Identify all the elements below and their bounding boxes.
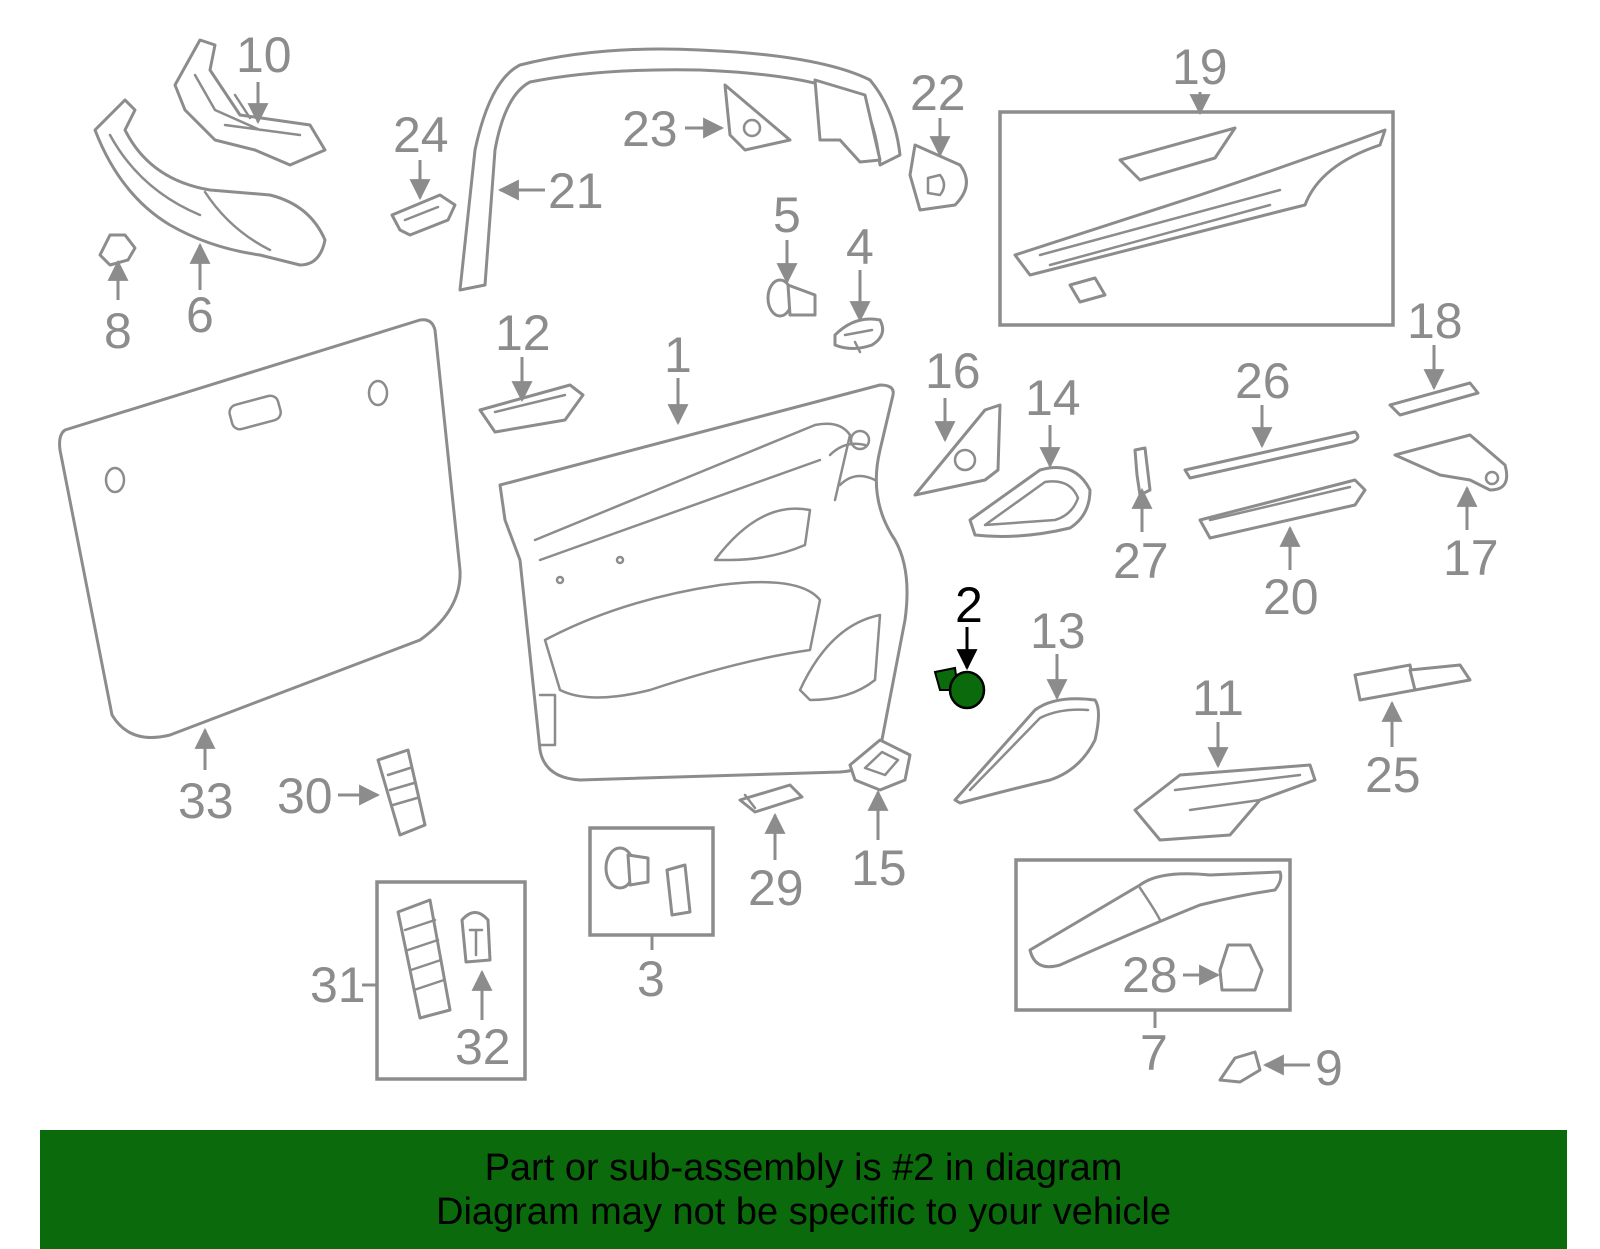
callout-33: 33 — [178, 773, 234, 829]
part-3-clip-group[interactable] — [588, 826, 715, 937]
part-16-tweeter-cover[interactable] — [913, 403, 1002, 497]
part-1-trim-panel[interactable] — [498, 383, 909, 782]
callout-24: 24 — [393, 107, 449, 163]
callout-18: 18 — [1407, 293, 1463, 349]
callout-23: 23 — [622, 101, 678, 157]
callout-2: 2 — [955, 577, 983, 633]
part-31-32-group[interactable] — [375, 880, 527, 1081]
callout-28: 28 — [1122, 947, 1178, 1003]
callout-11: 11 — [1192, 670, 1244, 726]
callout-30: 30 — [277, 768, 333, 824]
callout-labels: 10 24 21 23 22 19 5 4 8 6 12 1 16 14 26 … — [104, 27, 1499, 1096]
callout-17: 17 — [1443, 530, 1499, 586]
callout-1: 1 — [664, 327, 692, 383]
part-2-fastener[interactable] — [933, 666, 986, 710]
part-22-speaker-cover[interactable] — [908, 143, 968, 212]
callout-22: 22 — [910, 65, 966, 121]
callout-31: 31 — [310, 957, 366, 1013]
part-9-cover[interactable] — [1218, 1050, 1262, 1084]
leader-lines — [107, 82, 1478, 1076]
callout-7: 7 — [1140, 1025, 1168, 1081]
callout-21: 21 — [548, 163, 604, 219]
callout-14: 14 — [1025, 370, 1081, 426]
part-17-bracket[interactable] — [1393, 433, 1509, 492]
part-8-clip[interactable] — [98, 233, 137, 267]
part-24-retainer[interactable] — [390, 193, 457, 237]
callout-32: 32 — [455, 1019, 511, 1075]
part-29-connector[interactable] — [738, 783, 804, 814]
callout-16: 16 — [925, 343, 981, 399]
callout-25: 25 — [1365, 747, 1421, 803]
part-23-mirror-patch[interactable] — [723, 83, 792, 152]
callout-13: 13 — [1030, 603, 1086, 659]
part-26-strip[interactable] — [1183, 430, 1360, 480]
banner-part-note: Part or sub-assembly is #2 in diagram — [484, 1147, 1123, 1189]
callout-3: 3 — [637, 951, 665, 1007]
parts-diagram: 10 24 21 23 22 19 5 4 8 6 12 1 16 14 26 … — [58, 27, 1509, 1096]
part-25-lamp-socket[interactable] — [1353, 663, 1472, 702]
callout-26: 26 — [1235, 353, 1291, 409]
part-7-group[interactable] — [1014, 858, 1292, 1012]
part-30-vent[interactable] — [376, 748, 427, 837]
info-banner: Part or sub-assembly is #2 in diagram Di… — [40, 1130, 1567, 1249]
callout-4: 4 — [846, 219, 874, 275]
callout-27: 27 — [1113, 533, 1169, 589]
part-19-bezel-group[interactable] — [998, 110, 1395, 327]
callout-8: 8 — [104, 303, 132, 359]
callout-10: 10 — [236, 27, 292, 83]
callout-6: 6 — [186, 287, 214, 343]
part-27-bracket[interactable] — [1133, 446, 1152, 497]
part-5-push-pin[interactable] — [766, 278, 817, 318]
part-15-switch-housing[interactable] — [848, 738, 912, 792]
callout-5: 5 — [773, 187, 801, 243]
banner-disclaimer: Diagram may not be specific to your vehi… — [436, 1191, 1171, 1233]
callout-9: 9 — [1315, 1040, 1343, 1096]
callout-12: 12 — [495, 305, 551, 361]
callout-15: 15 — [851, 840, 907, 896]
callout-19: 19 — [1172, 39, 1228, 95]
part-14-speaker-grille[interactable] — [968, 466, 1092, 538]
part-20-armrest-pad[interactable] — [1198, 478, 1367, 540]
part-21-frame-molding[interactable] — [458, 47, 902, 292]
part-13-trim-insert[interactable] — [953, 697, 1100, 805]
callout-29: 29 — [748, 860, 804, 916]
part-6-pull-handle[interactable] — [93, 98, 327, 267]
callout-20: 20 — [1263, 569, 1319, 625]
part-33-insulator[interactable] — [58, 318, 462, 739]
part-11-switch-assembly[interactable] — [1133, 763, 1317, 842]
part-18-strip[interactable] — [1388, 381, 1480, 417]
part-12-handle-bezel[interactable] — [478, 383, 585, 434]
part-4-clip[interactable] — [833, 317, 885, 354]
